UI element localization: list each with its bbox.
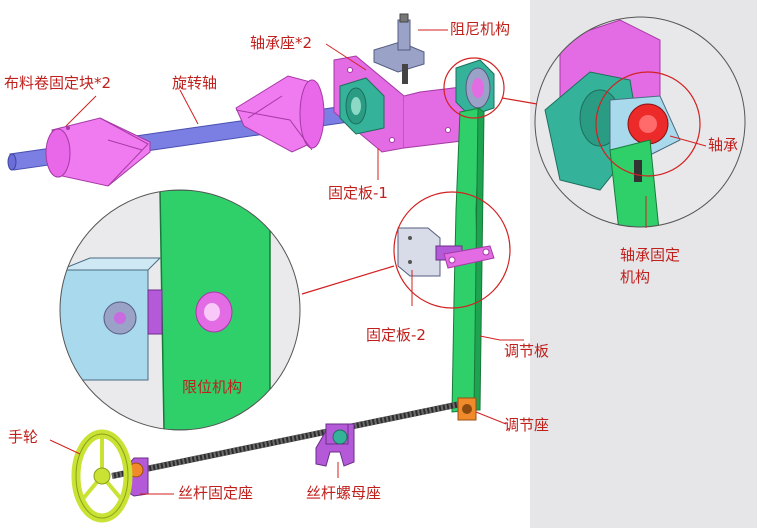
leader-lines xyxy=(49,29,707,495)
label-adjust-plate: 调节板 xyxy=(504,342,550,360)
label-screw-fixed-seat: 丝杆固定座 xyxy=(178,484,254,502)
fixed-plate-2 xyxy=(397,227,495,277)
label-fixed-plate-2: 固定板-2 xyxy=(366,326,426,344)
label-screw-nut-seat: 丝杆螺母座 xyxy=(306,484,382,502)
label-limit-mechanism: 限位机构 xyxy=(182,378,243,396)
label-fixed-plate-1: 固定板-1 xyxy=(328,184,388,202)
limit-mechanism-detail xyxy=(59,189,301,431)
label-damper: 阻尼机构 xyxy=(450,20,511,38)
adjust-seat xyxy=(457,397,477,421)
label-adjust-seat: 调节座 xyxy=(504,416,550,434)
shaft-end xyxy=(7,153,17,171)
damper-mechanism xyxy=(373,13,425,84)
label-bearing-seat: 轴承座*2 xyxy=(250,34,313,52)
bearing-seat-right xyxy=(455,59,495,117)
connector-limit xyxy=(301,265,395,295)
label-bearing: 轴承 xyxy=(708,136,739,154)
callout-bearing-small xyxy=(443,57,505,119)
bearing-detail xyxy=(534,16,746,228)
bearing-seat-left xyxy=(339,77,385,135)
label-rotating-shaft: 旋转轴 xyxy=(172,74,218,92)
label-bearing-fixing: 轴承固定 机构 xyxy=(620,246,681,286)
screw-nut-seat xyxy=(315,423,355,467)
fabric-roll-block-right xyxy=(235,75,325,153)
label-handwheel: 手轮 xyxy=(8,428,39,446)
handwheel xyxy=(71,429,133,523)
label-fabric-roll-block: 布料卷固定块*2 xyxy=(4,74,112,92)
connector-bearing xyxy=(501,97,538,105)
fabric-roll-block-left xyxy=(45,117,151,187)
lead-screw xyxy=(111,399,471,479)
callout-limit-small xyxy=(393,191,511,309)
